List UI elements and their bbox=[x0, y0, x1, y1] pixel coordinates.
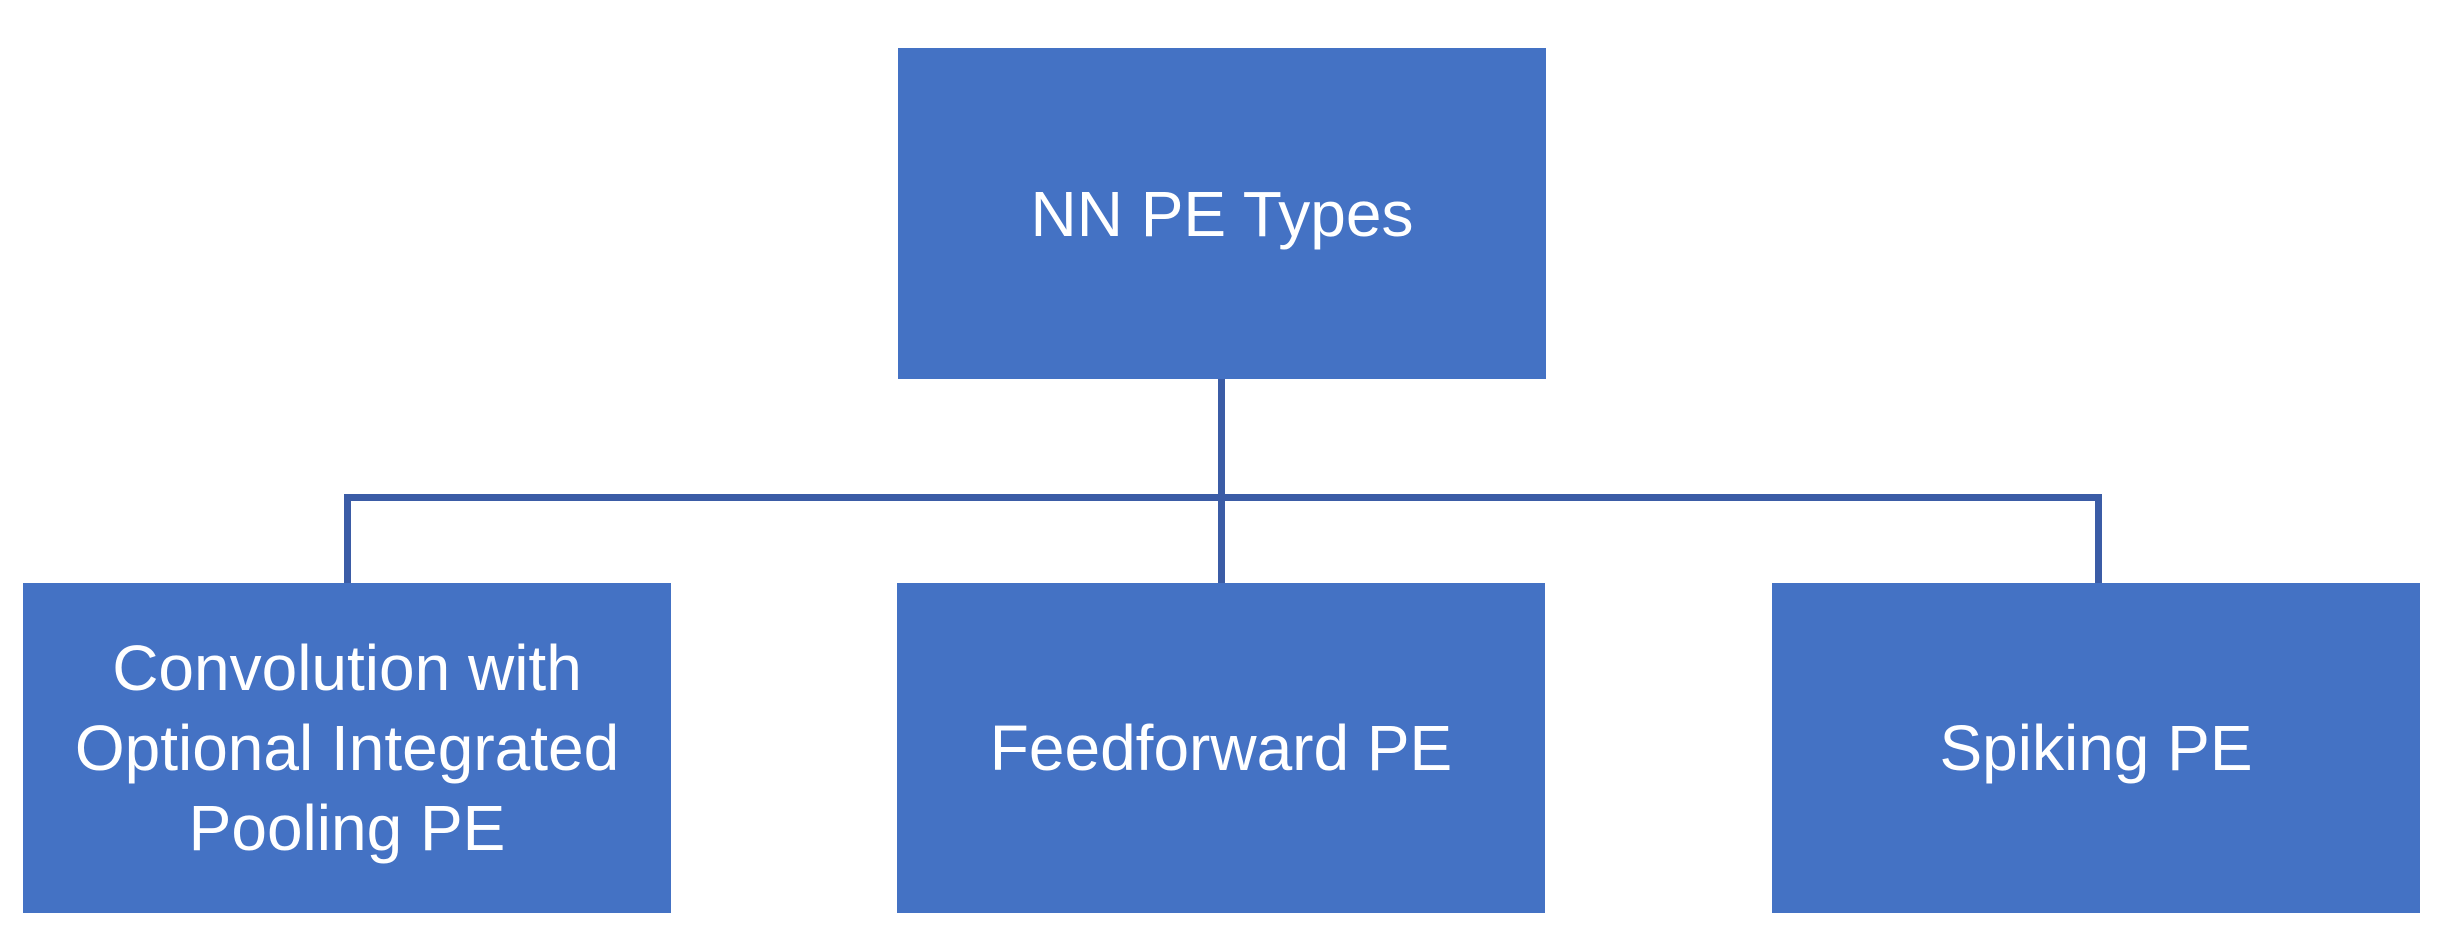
node-feedforward-pe: Feedforward PE bbox=[897, 583, 1545, 913]
node-spiking-pe: Spiking PE bbox=[1772, 583, 2420, 913]
node-nn-pe-types: NN PE Types bbox=[898, 48, 1546, 379]
connector-root-stub bbox=[1218, 379, 1225, 498]
node-label: NN PE Types bbox=[1030, 177, 1414, 250]
node-label: Convolution with Optional Integrated Poo… bbox=[74, 632, 620, 864]
connector-drop-right bbox=[2095, 494, 2102, 583]
node-convolution-pooling-pe: Convolution with Optional Integrated Poo… bbox=[23, 583, 671, 913]
node-label: Spiking PE bbox=[1939, 712, 2253, 784]
node-label: Feedforward PE bbox=[989, 712, 1453, 784]
connector-drop-left bbox=[344, 494, 351, 583]
connector-drop-middle bbox=[1218, 494, 1225, 583]
